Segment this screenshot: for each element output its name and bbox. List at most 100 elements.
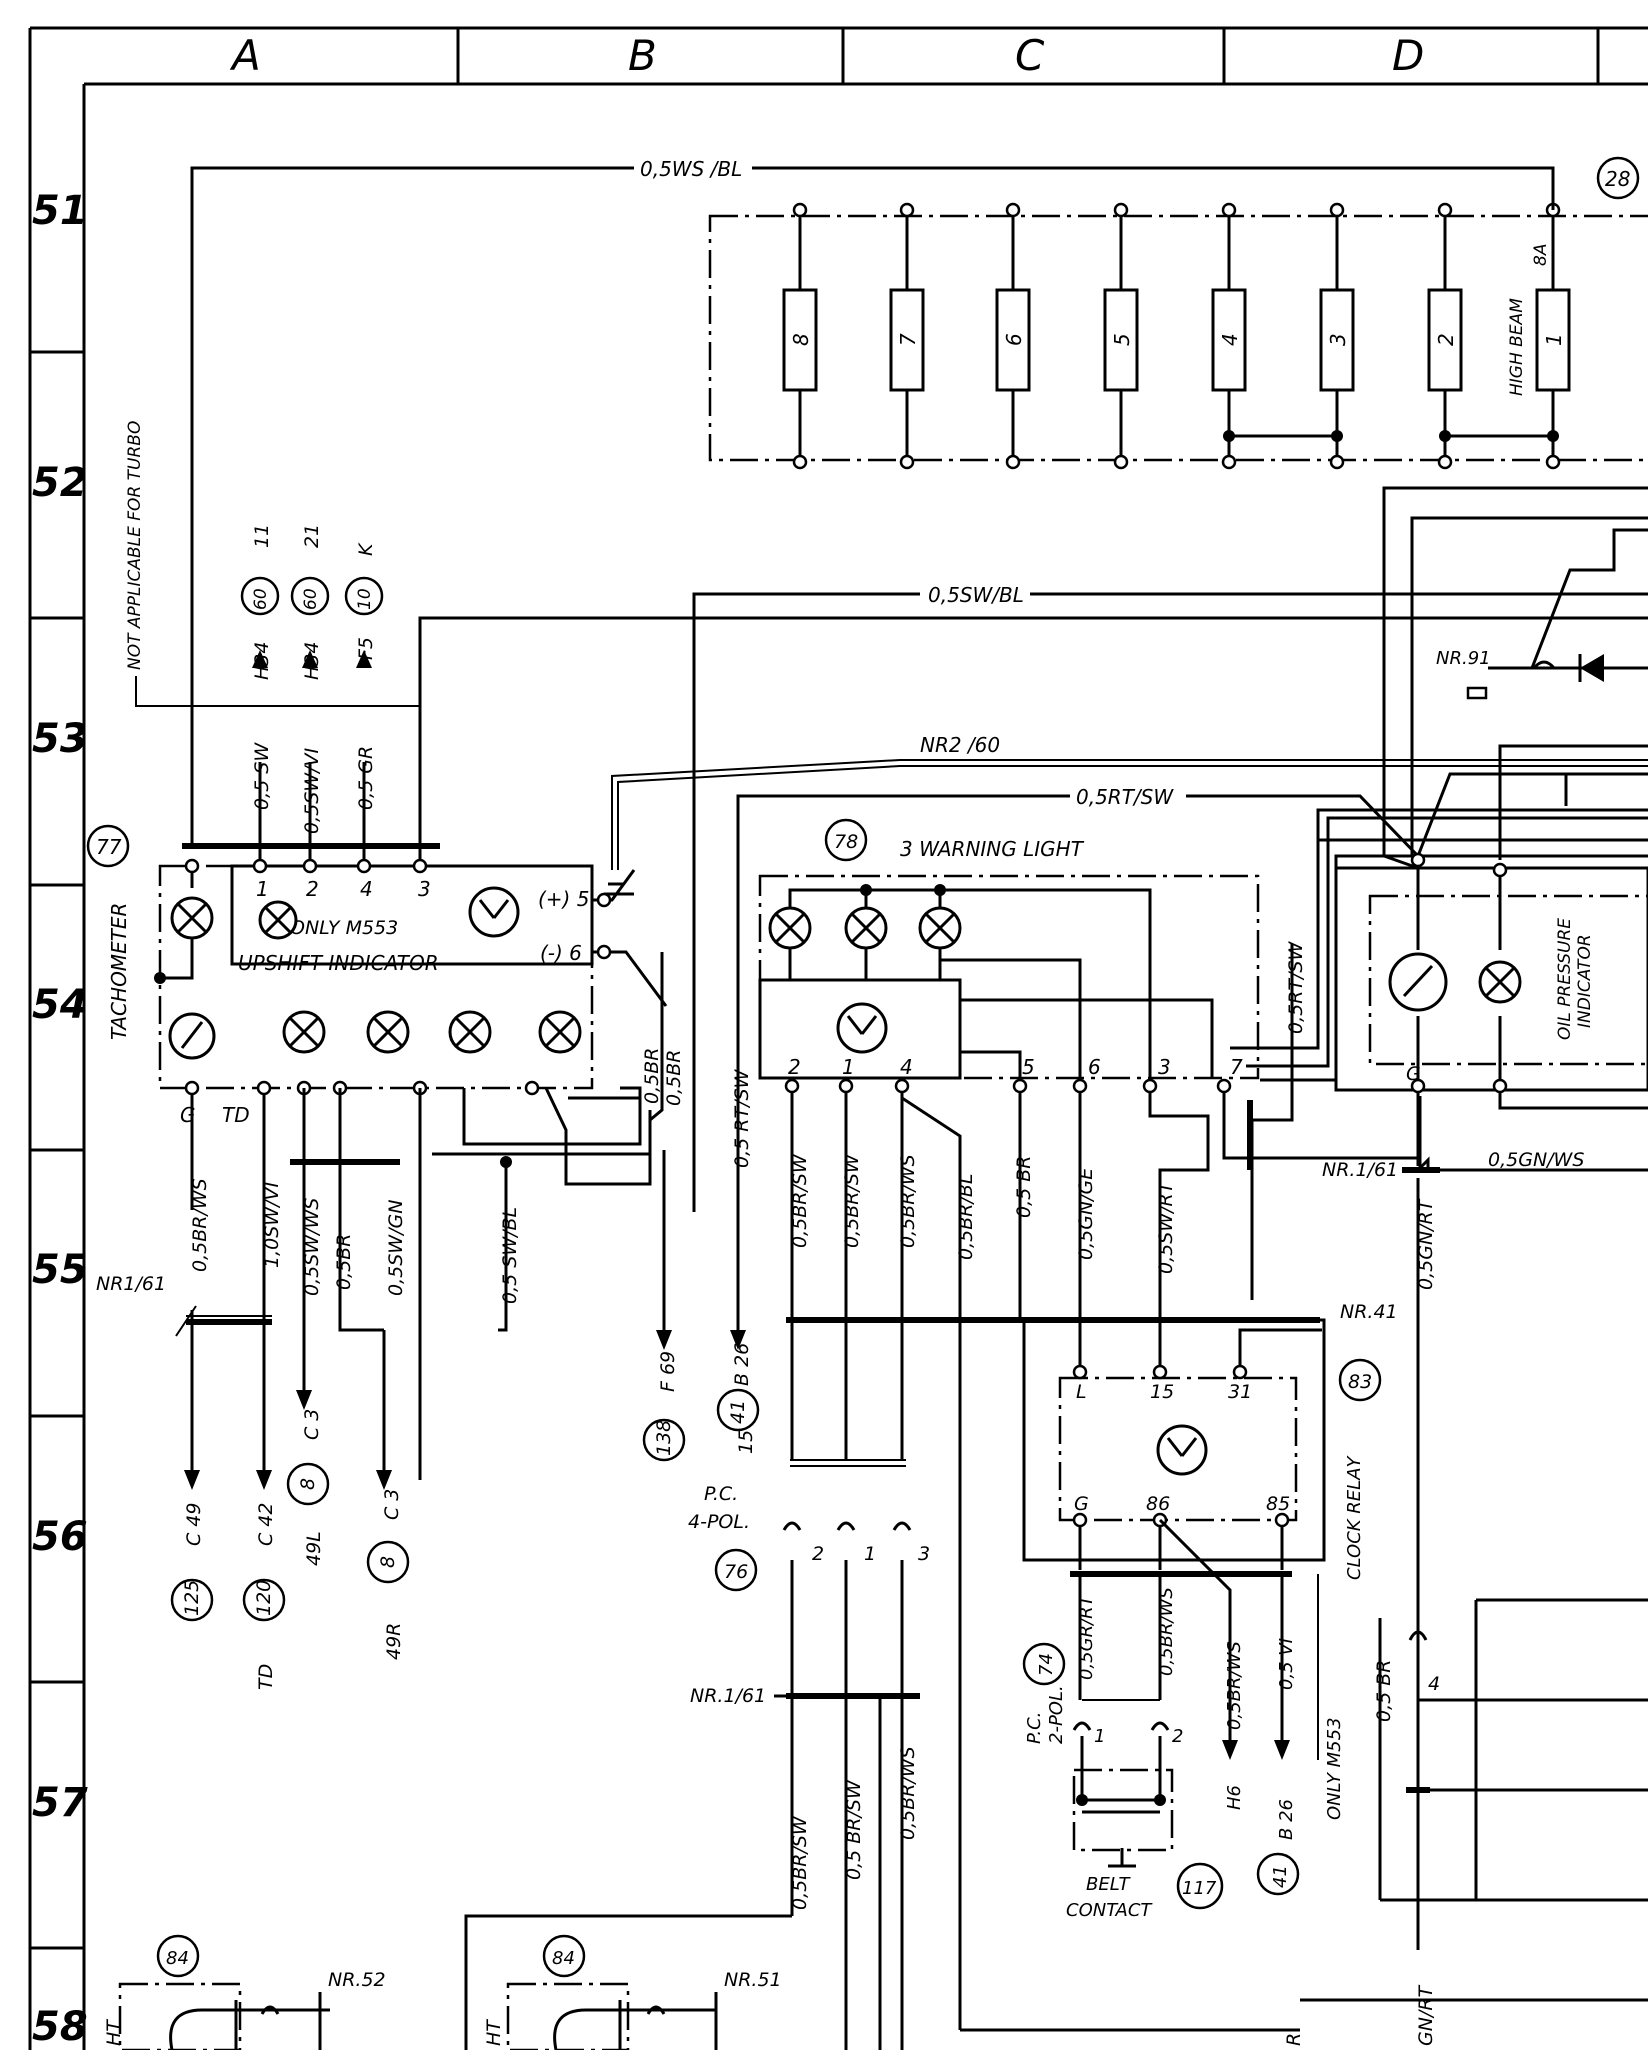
tacho-gauge-icon xyxy=(168,1012,216,1060)
fuse-6 xyxy=(995,288,1031,392)
svg-text:0,5GR/RT: 0,5GR/RT xyxy=(1076,1593,1097,1680)
upshift-indicator-label: UPSHIFT INDICATOR xyxy=(238,951,439,975)
svg-text:0,5GN/RT: 0,5GN/RT xyxy=(1415,1198,1437,1290)
warning-light-label: 3 WARNING LIGHT xyxy=(900,837,1085,861)
svg-text:0,5 BR/SW: 0,5 BR/SW xyxy=(843,1779,865,1880)
svg-text:0,5 RT/SW: 0,5 RT/SW xyxy=(731,1068,753,1168)
fuse-label-1: 1 xyxy=(1542,333,1566,346)
svg-text:120: 120 xyxy=(253,1580,275,1616)
svg-text:G: G xyxy=(1406,1063,1421,1085)
svg-text:0,5BR/BL: 0,5BR/BL xyxy=(955,1174,977,1260)
warning-light-ref: 78 xyxy=(824,818,868,862)
svg-text:7: 7 xyxy=(1230,1055,1243,1079)
svg-text:1: 1 xyxy=(864,1543,876,1565)
svg-text:F5: F5 xyxy=(355,637,377,660)
tachometer-label: TACHOMETER xyxy=(107,903,131,1040)
svg-text:C 3: C 3 xyxy=(381,1489,403,1520)
fuse-5 xyxy=(1103,288,1139,392)
svg-text:0,5BR/SW: 0,5BR/SW xyxy=(789,1153,811,1248)
svg-text:4: 4 xyxy=(900,1055,913,1079)
destinations-left: 125 C 49 120 C 42 TD 8 C 3 49L 8 C 3 49R… xyxy=(170,1150,760,1690)
svg-text:NR.1/61: NR.1/61 xyxy=(1322,1159,1398,1181)
wire-top-ws-bl: 0,5WS /BL xyxy=(190,157,1555,846)
warning-lower-wires: 0,5BR/SW 0,5BR/SW 0,5BR/WS 0,5BR/BL 0,5 … xyxy=(786,941,1648,1460)
svg-text:0,5BR: 0,5BR xyxy=(663,1050,685,1106)
svg-text:28: 28 xyxy=(1605,167,1630,191)
fuse-label-4: 4 xyxy=(1218,333,1242,346)
indicator-lamp-2 xyxy=(366,1010,410,1054)
bottom-blocks: 84 84 NR.52 NR.51 HT HT R GN/RT xyxy=(103,1934,1648,2050)
svg-text:1: 1 xyxy=(842,1055,855,1079)
row-label-51: 51 xyxy=(32,188,88,234)
tachometer: 77 TACHOMETER UPSHIFT INDICATOR ONLY M55… xyxy=(86,616,1648,1480)
svg-text:0,5 VI: 0,5 VI xyxy=(1276,1638,1297,1690)
row-label-52: 52 xyxy=(32,460,88,506)
svg-text:2: 2 xyxy=(306,877,319,901)
svg-text:1: 1 xyxy=(256,877,269,901)
svg-text:117: 117 xyxy=(1182,1878,1217,1899)
row-label-55: 55 xyxy=(32,1247,88,1293)
svg-text:78: 78 xyxy=(834,831,858,853)
warning-lamp-1 xyxy=(768,906,812,950)
svg-text:2: 2 xyxy=(788,1055,801,1079)
svg-text:K: K xyxy=(355,542,377,556)
row-label-53: 53 xyxy=(32,716,88,762)
tacho-top-connections: 0,5 SW 0,5SW/VI 0,5 GR H34 H34 F5 11 21 … xyxy=(240,524,384,834)
svg-text:41: 41 xyxy=(1270,1865,1291,1888)
row-label-54: 54 xyxy=(32,982,88,1028)
fuse-box-ref: 28 xyxy=(1596,156,1640,200)
svg-text:P.C.: P.C. xyxy=(704,1483,738,1505)
fuse-1 xyxy=(1535,288,1571,392)
column-label-c: C xyxy=(1015,31,1045,80)
svg-text:TD: TD xyxy=(222,1103,250,1127)
wire-sw-bl: 0,5SW/BL xyxy=(608,583,1648,1212)
svg-text:NR.41: NR.41 xyxy=(1340,1301,1398,1323)
svg-text:76: 76 xyxy=(724,1561,748,1583)
row-label-58: 58 xyxy=(32,2004,88,2050)
svg-text:NR.51: NR.51 xyxy=(724,1969,782,1991)
fuse-2 xyxy=(1427,288,1463,392)
svg-text:2-POL.: 2-POL. xyxy=(1046,1685,1067,1744)
column-label-b: B xyxy=(628,31,657,80)
fuse-box: 28 8 7 6 5 xyxy=(708,156,1648,470)
svg-text:84: 84 xyxy=(166,1948,189,1969)
svg-text:83: 83 xyxy=(1348,1371,1372,1393)
fuse-7 xyxy=(889,288,925,392)
nr1-61-lower: NR.1/61 0,5BR/SW 0,5 BR/SW 0,5BR/WS xyxy=(464,1320,1300,2050)
svg-text:49L: 49L xyxy=(303,1531,325,1566)
svg-text:0,5 SW/BL: 0,5 SW/BL xyxy=(499,1207,521,1304)
svg-text:15: 15 xyxy=(735,1430,757,1454)
svg-text:0,5WS /BL: 0,5WS /BL xyxy=(640,157,742,181)
pc-4pol-connector: P.C. 4-POL. 2 1 3 76 xyxy=(688,1459,930,1592)
nr1-61-left: NR1/61 xyxy=(96,1273,272,1337)
svg-text:15: 15 xyxy=(1150,1381,1174,1403)
svg-text:2: 2 xyxy=(812,1543,824,1565)
svg-text:NR1/61: NR1/61 xyxy=(96,1273,166,1295)
svg-text:(+) 5: (+) 5 xyxy=(538,887,589,911)
tachometer-ref: 77 xyxy=(86,824,130,868)
svg-text:R: R xyxy=(1283,2033,1305,2046)
wire-nr2-60: NR2 /60 xyxy=(611,733,1648,870)
svg-text:1,0SW/VI: 1,0SW/VI xyxy=(261,1182,283,1268)
svg-text:0,5 BR: 0,5 BR xyxy=(1373,1660,1395,1723)
svg-text:0,5SW/VI: 0,5SW/VI xyxy=(301,748,323,834)
svg-text:C 49: C 49 xyxy=(183,1503,205,1546)
svg-text:84: 84 xyxy=(552,1948,575,1969)
svg-text:0,5BR/WS: 0,5BR/WS xyxy=(189,1178,211,1272)
fuse-label-6: 6 xyxy=(1002,333,1026,346)
svg-text:0,5BR/WS: 0,5BR/WS xyxy=(897,1746,919,1840)
svg-text:1: 1 xyxy=(1094,1726,1105,1747)
nr91-diode: NR.91 xyxy=(1436,648,1648,700)
svg-text:4-POL.: 4-POL. xyxy=(688,1511,750,1533)
indicator-lamp-4 xyxy=(538,1010,582,1054)
column-labels: A B C D xyxy=(229,31,1424,80)
frame-grid xyxy=(28,26,1648,2050)
svg-text:0,5GN/GE: 0,5GN/GE xyxy=(1075,1168,1097,1260)
svg-text:41: 41 xyxy=(727,1400,749,1424)
svg-text:60: 60 xyxy=(251,588,271,610)
svg-text:G: G xyxy=(1074,1493,1089,1515)
svg-text:8: 8 xyxy=(297,1478,319,1490)
indicator-lamp-3 xyxy=(448,1010,492,1054)
clock-relay-label: CLOCK RELAY xyxy=(1344,1454,1365,1580)
